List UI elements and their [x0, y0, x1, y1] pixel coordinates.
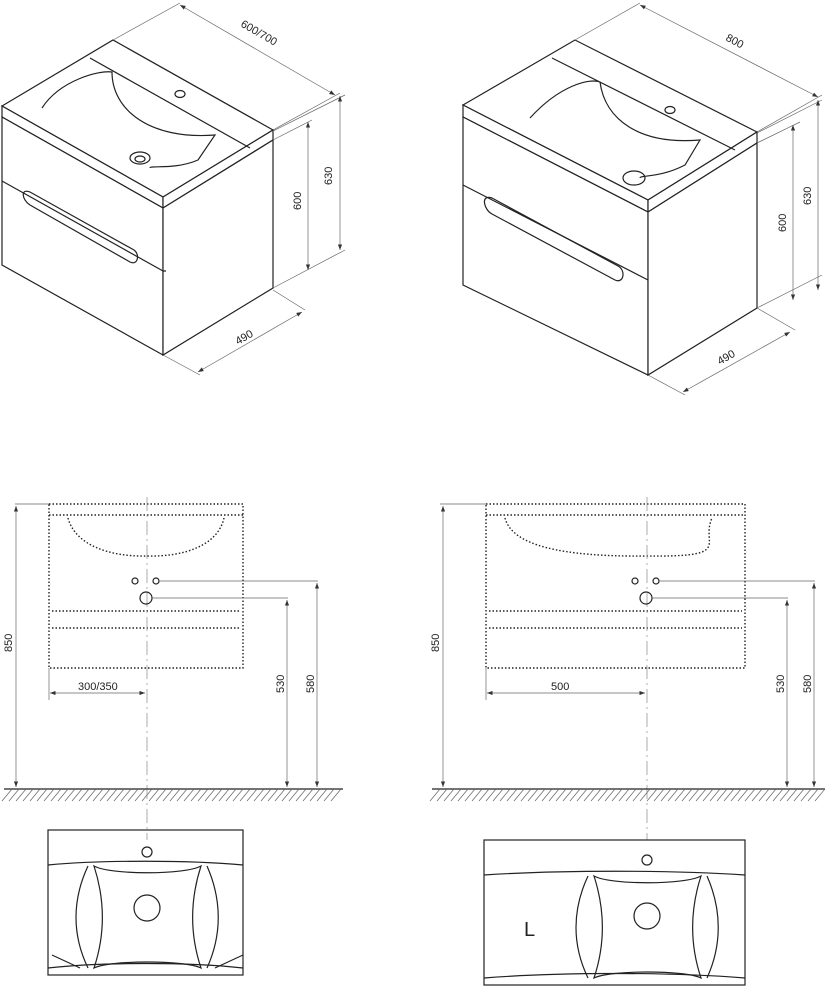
- front-view-left: 850 530 580 300/350: [1, 497, 343, 840]
- dim-depth: 490: [234, 328, 256, 348]
- dim-water-height: 580: [305, 675, 317, 693]
- tap-hole: [664, 105, 676, 115]
- drawer-handle: [483, 196, 624, 282]
- dim-width: 800: [724, 32, 746, 51]
- plan-view-left: [47, 829, 244, 976]
- dim-offset: 500: [551, 681, 569, 693]
- drain-hole: [633, 902, 661, 930]
- plan-view-right: L: [483, 839, 746, 986]
- drain-hole: [622, 170, 646, 186]
- iso-view-right: 800 630 600 490: [461, 2, 823, 396]
- drain-connection: [139, 591, 153, 605]
- dim-height-total: 630: [802, 187, 814, 205]
- dim-width: 600/700: [239, 18, 279, 48]
- drain-connection: [639, 591, 653, 605]
- floor-hatching: [429, 788, 825, 802]
- drawer-handle: [22, 190, 139, 264]
- drain-hole: [133, 894, 161, 922]
- dim-offset: 300/350: [78, 681, 118, 693]
- dim-drain-height: 530: [275, 675, 287, 693]
- water-connection: [652, 577, 660, 585]
- front-view-right: 850 530 580 500: [429, 497, 825, 840]
- iso-view-left: 600/700 630 600 490: [0, 2, 346, 376]
- dim-drain-height: 530: [775, 675, 787, 693]
- side-label: L: [524, 919, 535, 941]
- dim-height: 850: [430, 634, 442, 652]
- water-connection: [131, 577, 139, 585]
- tap-hole: [141, 846, 153, 858]
- dim-water-height: 580: [802, 675, 814, 693]
- dim-depth: 490: [716, 348, 738, 368]
- water-connection: [152, 577, 160, 585]
- dim-height-total: 630: [323, 167, 335, 185]
- dim-height-body: 600: [777, 214, 789, 232]
- tap-hole: [641, 854, 653, 866]
- dim-height-body: 600: [292, 192, 304, 210]
- dim-height: 850: [3, 634, 15, 652]
- floor-hatching: [1, 788, 342, 802]
- water-connection: [631, 577, 639, 585]
- drain-hole: [129, 151, 151, 165]
